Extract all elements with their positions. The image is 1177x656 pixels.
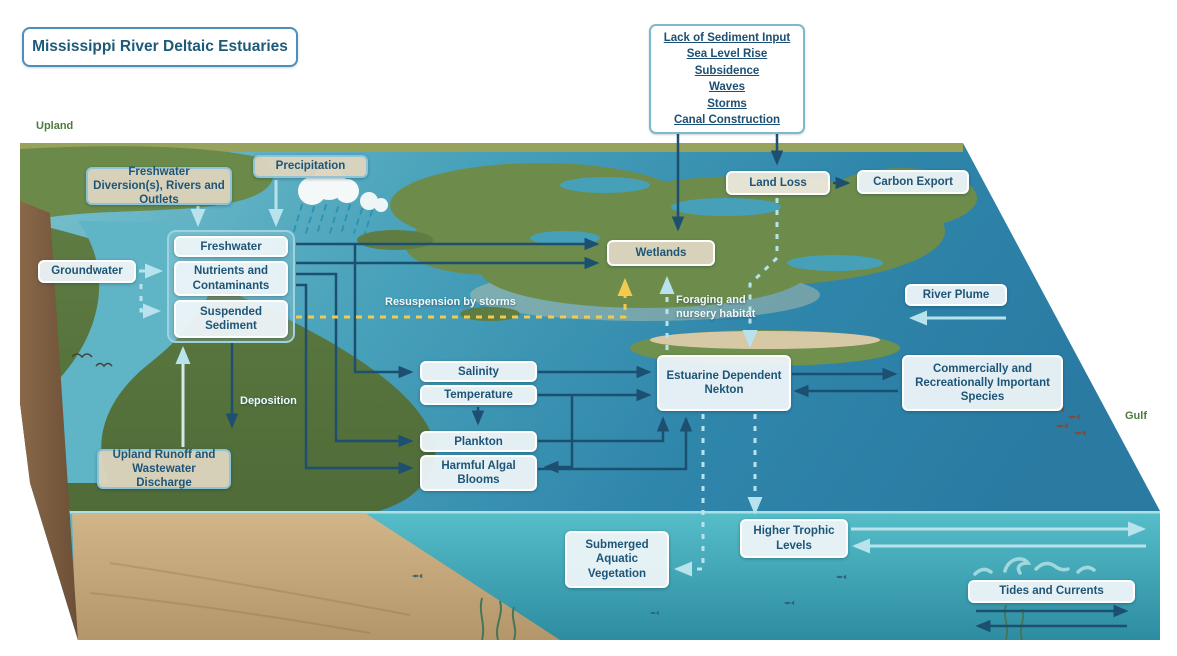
stressors-box: Lack of Sediment Input Sea Level Rise Su… xyxy=(649,24,805,134)
node-suspended-sediment: Suspended Sediment xyxy=(174,300,288,338)
node-land-loss: Land Loss xyxy=(726,171,830,195)
deposition-label: Deposition xyxy=(240,395,297,407)
node-freshwater-diversion: Freshwater Diversion(s), Rivers and Outl… xyxy=(86,166,232,206)
node-tides-and-currents: Tides and Currents xyxy=(968,580,1135,603)
upland-label: Upland xyxy=(36,120,74,132)
node-groundwater: Groundwater xyxy=(38,260,136,283)
resuspension-label: Resuspension by storms xyxy=(385,296,516,308)
node-river-plume: River Plume xyxy=(905,284,1007,306)
stressor-item: Waves xyxy=(708,81,745,93)
node-nutrients: Nutrients and Contaminants xyxy=(174,261,288,296)
landscape-art xyxy=(20,143,1160,640)
node-harmful-algal-blooms: Harmful Algal Blooms xyxy=(420,455,537,491)
delta-illustration xyxy=(20,143,1160,640)
stressor-item: Canal Construction xyxy=(673,114,781,126)
node-wetlands: Wetlands xyxy=(607,240,715,266)
diagram-title: Mississippi River Deltaic Estuaries xyxy=(22,27,298,67)
stressor-item: Sea Level Rise xyxy=(686,48,768,60)
stressor-item: Lack of Sediment Input xyxy=(663,31,791,44)
stressor-item: Subsidence xyxy=(694,64,760,77)
node-plankton: Plankton xyxy=(420,431,537,452)
node-higher-trophic-levels: Higher Trophic Levels xyxy=(740,519,848,558)
waves-icon xyxy=(973,557,1096,576)
stressor-item: Storms xyxy=(707,97,747,110)
node-carbon-export: Carbon Export xyxy=(857,170,969,194)
node-estuarine-nekton: Estuarine Dependent Nekton xyxy=(657,355,791,411)
node-freshwater: Freshwater xyxy=(174,236,288,257)
birds-icon xyxy=(71,353,113,368)
foraging-label: Foraging and nursery habitat xyxy=(676,294,756,320)
node-important-species: Commercially and Recreationally Importan… xyxy=(902,355,1063,411)
node-submerged-aquatic-vegetation: Submerged Aquatic Vegetation xyxy=(565,531,669,588)
node-upland-runoff: Upland Runoff and Wastewater Discharge xyxy=(97,449,231,489)
node-salinity: Salinity xyxy=(420,361,537,382)
node-precipitation: Precipitation xyxy=(253,155,368,178)
node-temperature: Temperature xyxy=(420,385,537,405)
gulf-label: Gulf xyxy=(1125,410,1147,422)
